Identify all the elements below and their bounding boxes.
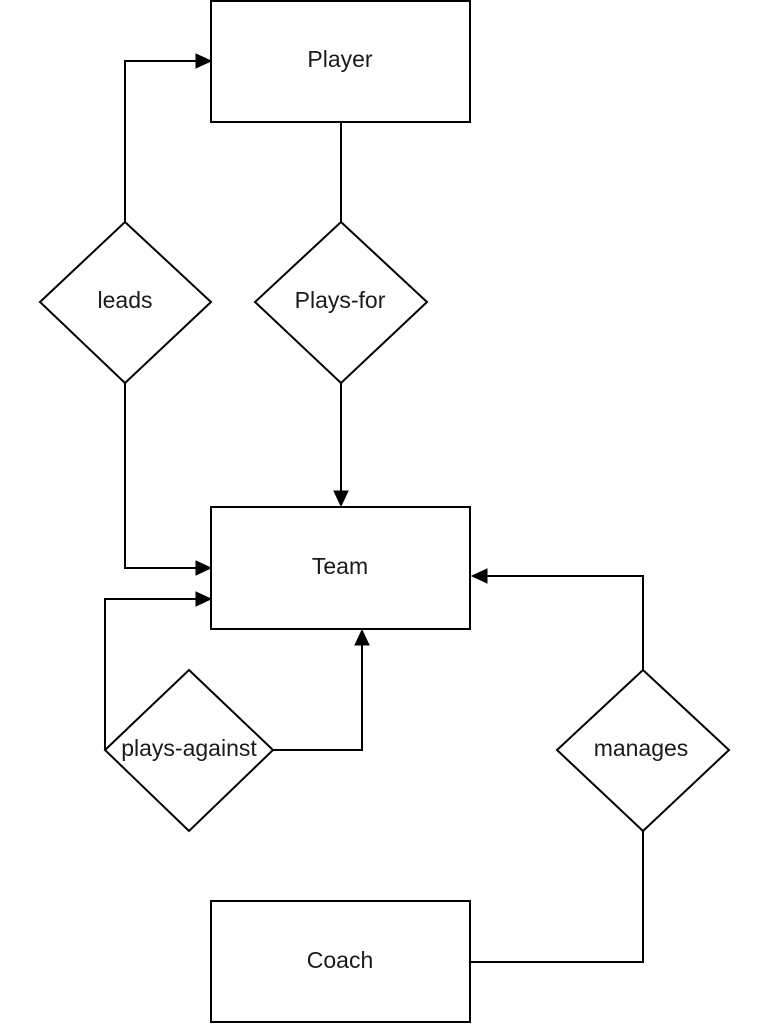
edge-plays-against-left-to-team — [104, 598, 200, 750]
relationship-leads: leads — [38, 220, 213, 385]
edge-leads-to-team — [124, 383, 200, 569]
relationship-plays-for-label: Plays-for — [295, 287, 386, 313]
relationship-manages-diamond — [555, 668, 731, 833]
relationship-plays-against: plays-against — [103, 668, 275, 833]
relationship-leads-diamond — [38, 220, 213, 385]
relationship-plays-against-diamond — [103, 668, 275, 833]
arrowhead-plays-against-left — [195, 591, 213, 607]
edge-leads-to-player — [124, 60, 200, 222]
entity-player-box — [210, 0, 471, 123]
relationship-leads-label: leads — [98, 287, 153, 313]
relationship-manages: manages — [555, 668, 731, 833]
entity-player: Player — [210, 0, 471, 123]
arrowhead-plays-against-right — [354, 628, 370, 646]
arrowhead-plays-for-team — [333, 490, 349, 508]
arrowhead-leads-player — [195, 53, 213, 69]
entity-player-label: Player — [307, 46, 373, 72]
edge-manages-to-team — [484, 575, 644, 670]
relationship-plays-for: Plays-for — [253, 220, 429, 385]
edge-coach-to-manages — [470, 831, 644, 963]
connectors — [104, 53, 644, 963]
entity-coach-label: Coach — [307, 947, 373, 973]
entity-team-label: Team — [312, 553, 368, 579]
entity-team-box — [210, 506, 471, 630]
edge-plays-against-right-to-team — [273, 642, 363, 751]
entity-coach-box — [210, 900, 471, 1023]
entity-team: Team — [210, 506, 471, 630]
arrowhead-leads-team — [195, 560, 213, 576]
relationship-plays-against-label: plays-against — [121, 735, 257, 761]
arrowhead-manages-team — [470, 568, 488, 584]
entity-coach: Coach — [210, 900, 471, 1023]
relationship-manages-label: manages — [594, 735, 689, 761]
relationship-plays-for-diamond — [253, 220, 429, 385]
